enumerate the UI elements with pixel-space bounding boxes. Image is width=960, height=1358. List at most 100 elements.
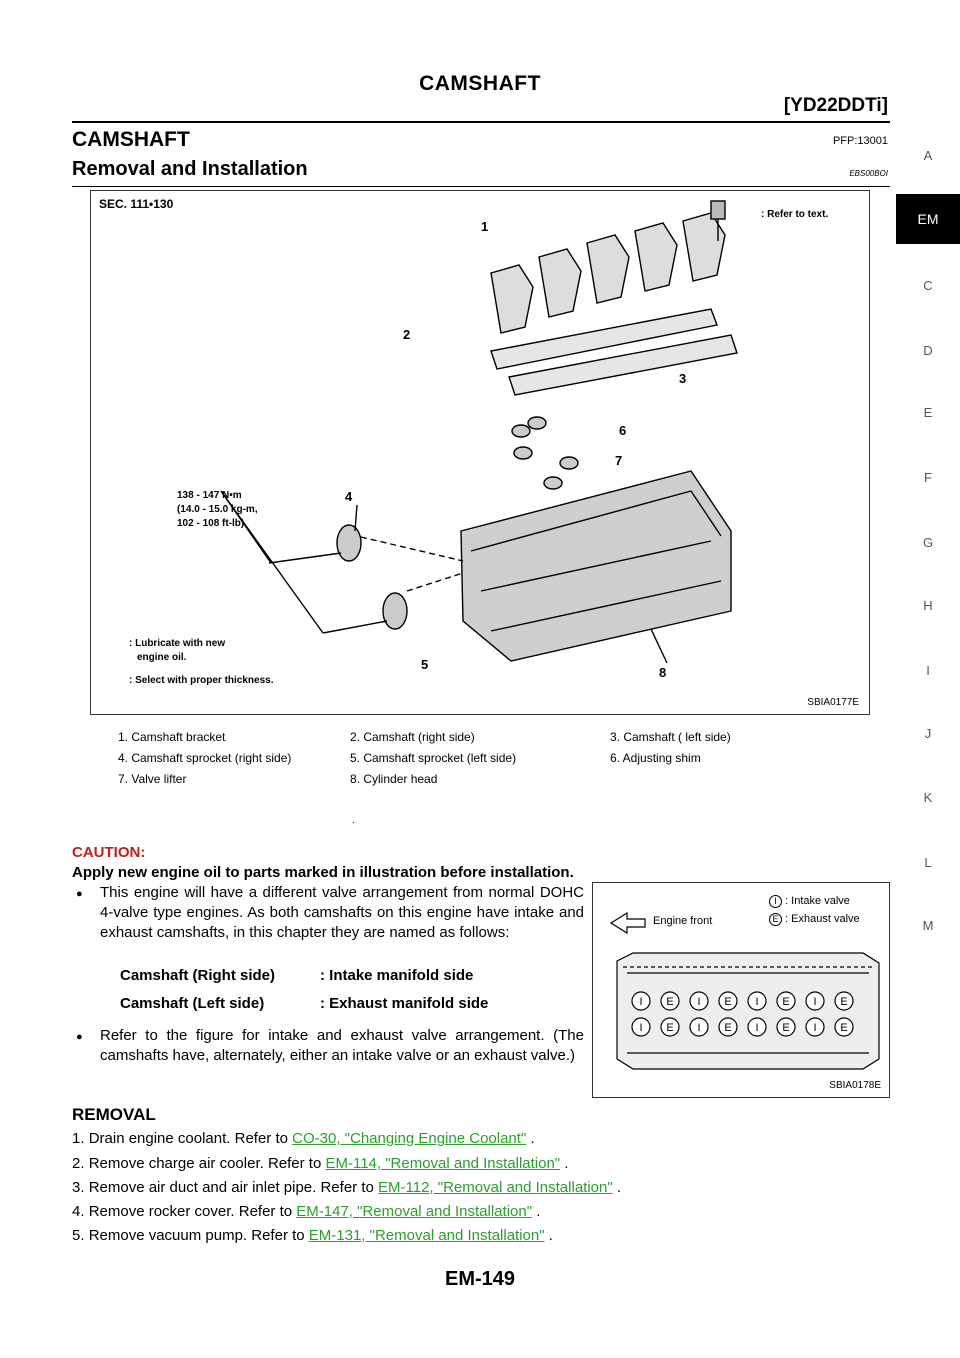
intake-legend: I : Intake valve: [769, 895, 850, 908]
valve-mark: [747, 991, 767, 1011]
pfp-code: PFP:13001: [832, 135, 888, 147]
valve-mark: [660, 991, 680, 1011]
callout-4: 4: [345, 489, 353, 504]
engine-front-label: Engine front: [653, 915, 713, 927]
subsection-code: EBS00BOI: [849, 169, 888, 178]
valve-arrangement-paragraph: This engine will have a different valve …: [100, 884, 584, 941]
legend-row: 1. Camshaft bracket 2. Camshaft (right s…: [118, 730, 838, 750]
valve-label: E: [840, 996, 847, 1008]
valve-label: E: [840, 1022, 847, 1034]
valve-mark: [805, 1017, 825, 1037]
bullet-icon: ●: [76, 888, 83, 900]
side-index-a[interactable]: A: [923, 148, 933, 163]
separator-dot: .: [352, 815, 355, 826]
legend-item: 5. Camshaft sprocket (left side): [350, 751, 517, 765]
link-em-114[interactable]: EM-114, "Removal and Installation": [325, 1155, 561, 1172]
callout-7: 7: [615, 453, 623, 468]
legend-item: 7. Valve lifter: [118, 772, 187, 786]
valve-mark: [747, 1017, 767, 1037]
removal-step: 1. Drain engine coolant. Refer to CO-30,…: [72, 1130, 535, 1147]
valve-mark: [776, 1017, 796, 1037]
valve-label: E: [782, 1022, 789, 1034]
removal-step: 5. Remove vacuum pump. Refer to EM-131, …: [72, 1227, 553, 1244]
caution-label: CAUTION:: [72, 844, 146, 861]
intake-valve-icon: I: [769, 895, 782, 908]
valve-mark: [631, 1017, 651, 1037]
naming-row: Camshaft (Left side) : Exhaust manifold …: [120, 995, 590, 1023]
valve-mark: [660, 1017, 680, 1037]
valve-label: I: [813, 1022, 816, 1034]
side-index-i[interactable]: I: [926, 663, 930, 678]
side-index-f[interactable]: F: [924, 470, 932, 485]
removal-heading: REMOVAL: [72, 1105, 156, 1124]
valve-figure-paragraph: Refer to the figure for intake and exhau…: [100, 1027, 584, 1064]
valve-label: I: [639, 1022, 642, 1034]
valve-mark: [718, 1017, 738, 1037]
valve-label: E: [666, 1022, 673, 1034]
callout-3: 3: [679, 371, 687, 386]
callout-5: 5: [421, 657, 429, 672]
valve-mark: [776, 991, 796, 1011]
figure2-id: SBIA0178E: [829, 1080, 881, 1091]
side-index-e[interactable]: E: [923, 405, 933, 420]
subsection-rule: [72, 186, 890, 187]
removal-step: 2. Remove charge air cooler. Refer to EM…: [72, 1155, 569, 1172]
valve-label: I: [813, 996, 816, 1008]
valve-label: I: [697, 996, 700, 1008]
side-index-em-active[interactable]: EM: [896, 194, 960, 244]
engine-code: [YD22DDTi]: [783, 95, 888, 116]
torque-spec: 138 - 147 N•m (14.0 - 15.0 kg-m, 102 - 1…: [177, 490, 258, 529]
legend-item: 4. Camshaft sprocket (right side): [118, 751, 292, 765]
valve-label: E: [724, 1022, 731, 1034]
valve-label: I: [697, 1022, 700, 1034]
callout-1: 1: [481, 219, 489, 234]
subsection-title: Removal and Installation: [72, 158, 308, 180]
side-index-j[interactable]: J: [924, 726, 932, 741]
side-index-g[interactable]: G: [922, 535, 934, 550]
page-number: EM-149: [444, 1268, 516, 1290]
side-index: A EM C D E F G H I J K L M: [896, 0, 960, 1358]
select-note: : Select with proper thickness.: [129, 675, 274, 686]
valve-label: E: [724, 996, 731, 1008]
side-index-k[interactable]: K: [923, 790, 933, 805]
naming-side: : Intake manifold side: [320, 967, 474, 984]
callout-2: 2: [403, 327, 411, 342]
legend-item: 2. Camshaft (right side): [350, 730, 475, 744]
legend-row: 7. Valve lifter 8. Cylinder head: [118, 772, 838, 792]
bullet-icon: ●: [76, 1031, 83, 1043]
side-index-l[interactable]: L: [924, 855, 932, 870]
naming-camshaft: Camshaft (Right side): [120, 967, 276, 984]
section-title: CAMSHAFT: [72, 128, 190, 151]
link-em-112[interactable]: EM-112, "Removal and Installation": [378, 1179, 613, 1196]
valve-label: I: [755, 1022, 758, 1034]
removal-step: 4. Remove rocker cover. Refer to EM-147,…: [72, 1203, 541, 1220]
exhaust-legend: E : Exhaust valve: [769, 913, 860, 926]
lubricate-note: : Lubricate with new engine oil.: [129, 638, 226, 663]
camshaft-exploded-illustration: [220, 200, 738, 664]
link-em-131[interactable]: EM-131, "Removal and Installation": [308, 1227, 545, 1244]
link-em-147[interactable]: EM-147, "Removal and Installation": [296, 1203, 533, 1220]
engine-front-arrow-icon: [609, 911, 646, 935]
refer-text-label: : Refer to text.: [761, 209, 829, 220]
valve-mark: [689, 1017, 709, 1037]
legend-row: 4. Camshaft sprocket (right side) 5. Cam…: [118, 751, 838, 771]
valve-label: I: [755, 996, 758, 1008]
camshaft-exploded-figure: SEC. 111•130 : Refer to text. 138 - 147 …: [90, 190, 870, 715]
valve-mark: [631, 991, 651, 1011]
callout-8: 8: [659, 665, 667, 680]
side-index-d[interactable]: D: [923, 343, 933, 358]
valve-mark: [718, 991, 738, 1011]
callout-6: 6: [619, 423, 627, 438]
naming-camshaft: Camshaft (Left side): [120, 995, 265, 1012]
legend-item: 8. Cylinder head: [350, 772, 438, 786]
side-index-h[interactable]: H: [923, 598, 933, 613]
figure-sec-label: SEC. 111•130: [99, 197, 174, 211]
side-index-c[interactable]: C: [923, 278, 933, 293]
side-index-m[interactable]: M: [922, 918, 934, 933]
valve-label: E: [782, 996, 789, 1008]
exhaust-valve-icon: E: [769, 913, 782, 926]
link-co-30[interactable]: CO-30, "Changing Engine Coolant": [292, 1130, 527, 1147]
